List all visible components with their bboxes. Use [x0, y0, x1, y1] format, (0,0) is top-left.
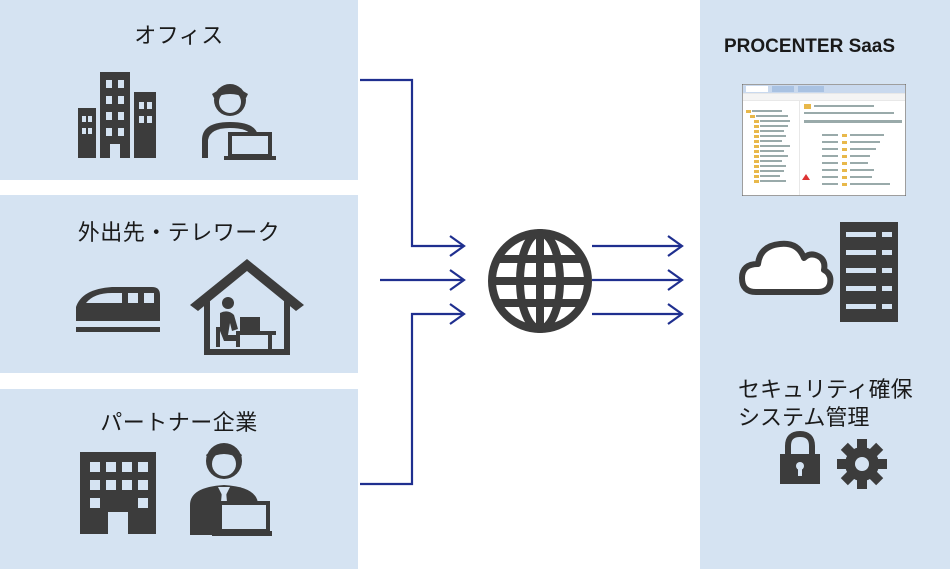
security-text-line2: システム管理	[738, 406, 870, 431]
panel-title-partner: パートナー企業	[100, 411, 258, 436]
arrow-partner	[360, 312, 462, 486]
arrow-office	[360, 78, 462, 248]
panel-title-office: オフィス	[134, 24, 224, 49]
arrow-telework-head	[449, 269, 466, 291]
arrow-office-head	[449, 235, 466, 257]
arrow-out-3-head	[667, 303, 684, 325]
gear-icon	[836, 438, 888, 490]
panel-office: オフィス	[0, 0, 358, 180]
panel-partner: パートナー企業	[0, 389, 358, 569]
telework-house-icon	[188, 257, 306, 357]
panel-telework: 外出先・テレワーク	[0, 195, 358, 373]
security-text-line1: セキュリティ確保	[738, 378, 913, 403]
panel-title-telework: 外出先・テレワーク	[77, 221, 281, 246]
partner-building-icon	[80, 452, 156, 534]
cloud-icon	[738, 234, 834, 296]
lock-icon	[778, 430, 822, 486]
arrow-out-2-head	[667, 269, 684, 291]
panel-procenter: PROCENTER SaaS	[700, 0, 950, 569]
office-building-icon	[78, 70, 160, 158]
office-worker-icon	[198, 80, 278, 160]
app-screenshot-icon	[742, 84, 906, 196]
arrow-partner-head	[449, 303, 466, 325]
arrow-out-1-head	[667, 235, 684, 257]
bullet-train-icon	[72, 283, 162, 335]
procenter-title: PROCENTER SaaS	[724, 36, 896, 57]
business-person-icon	[188, 439, 272, 537]
server-icon	[840, 222, 898, 322]
globe-icon	[485, 226, 595, 336]
